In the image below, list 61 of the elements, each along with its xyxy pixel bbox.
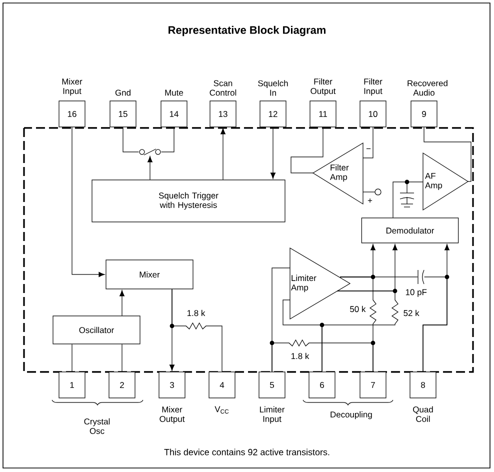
pin-box: 12 bbox=[260, 100, 286, 128]
wire bbox=[392, 182, 424, 218]
sign: − bbox=[366, 148, 371, 150]
capacitor-symbol bbox=[418, 270, 424, 284]
caption: This device contains 92 active transistors. bbox=[164, 448, 330, 456]
pin-box: 1 bbox=[58, 372, 86, 398]
pin-label: V$_{CC}$ bbox=[214, 406, 229, 414]
pin-label: Limiter Input bbox=[260, 406, 285, 424]
pin-label: Squelch In bbox=[258, 80, 288, 96]
wire bbox=[172, 288, 222, 372]
pin-label: Filter Input bbox=[364, 78, 382, 96]
arrow bbox=[120, 290, 125, 316]
pin-box: 14 bbox=[160, 100, 188, 128]
wire bbox=[290, 127, 324, 174]
value-label: 1.8 k bbox=[187, 310, 206, 316]
pin-box: 4 bbox=[208, 372, 236, 398]
pin-label: Filter Output bbox=[310, 78, 336, 96]
block-box: Demodulator bbox=[361, 218, 459, 244]
arrow bbox=[220, 128, 226, 180]
pin-label: Mute bbox=[165, 90, 184, 96]
pin-label: Recovered Audio bbox=[408, 80, 448, 96]
pin-label: Mixer Input bbox=[62, 78, 82, 96]
group-label: Crystal Osc bbox=[84, 418, 110, 434]
value-label: 1.8 k bbox=[291, 352, 310, 360]
wire bbox=[122, 127, 139, 152]
pin-box: 15 bbox=[110, 100, 136, 128]
pin-box: 5 bbox=[258, 372, 286, 398]
arrow bbox=[147, 156, 153, 180]
wire bbox=[424, 127, 472, 182]
switch-symbol bbox=[139, 148, 161, 156]
block-box: Mixer bbox=[106, 260, 194, 290]
wire bbox=[161, 127, 174, 152]
wire bbox=[362, 127, 374, 158]
pin-box: 16 bbox=[58, 100, 86, 128]
group-label: Decoupling bbox=[330, 411, 372, 420]
pin-label: Gnd bbox=[115, 89, 130, 96]
pin-box: 10 bbox=[360, 100, 386, 128]
pin-box: 6 bbox=[308, 372, 336, 398]
block-box: Oscillator bbox=[52, 316, 140, 344]
pin-box: 13 bbox=[210, 100, 236, 128]
wire bbox=[340, 276, 418, 278]
wire bbox=[422, 276, 448, 372]
pin-label: Scan Control bbox=[210, 80, 236, 96]
wire bbox=[322, 290, 399, 372]
arrow bbox=[270, 127, 276, 179]
pin-box: 3 bbox=[158, 372, 186, 398]
pin-label: Quad Coil bbox=[413, 406, 433, 422]
wire bbox=[272, 339, 374, 372]
sign: + bbox=[368, 198, 372, 203]
block-box: Squelch Trigger with Hysteresis bbox=[92, 180, 286, 222]
title: Representative Block Diagram bbox=[168, 26, 326, 36]
pin-box: 11 bbox=[310, 100, 336, 128]
pin-box: 2 bbox=[108, 372, 136, 398]
arrow bbox=[72, 127, 105, 277]
pin-box: 9 bbox=[410, 100, 438, 128]
pin-label: Mixer Output bbox=[160, 406, 185, 424]
pin-box: 8 bbox=[410, 372, 436, 398]
pin-box: 7 bbox=[360, 372, 386, 398]
value-label: 10 pF bbox=[406, 289, 427, 297]
value-label: 50 k bbox=[350, 306, 366, 312]
value-label: 52 k bbox=[404, 310, 420, 316]
